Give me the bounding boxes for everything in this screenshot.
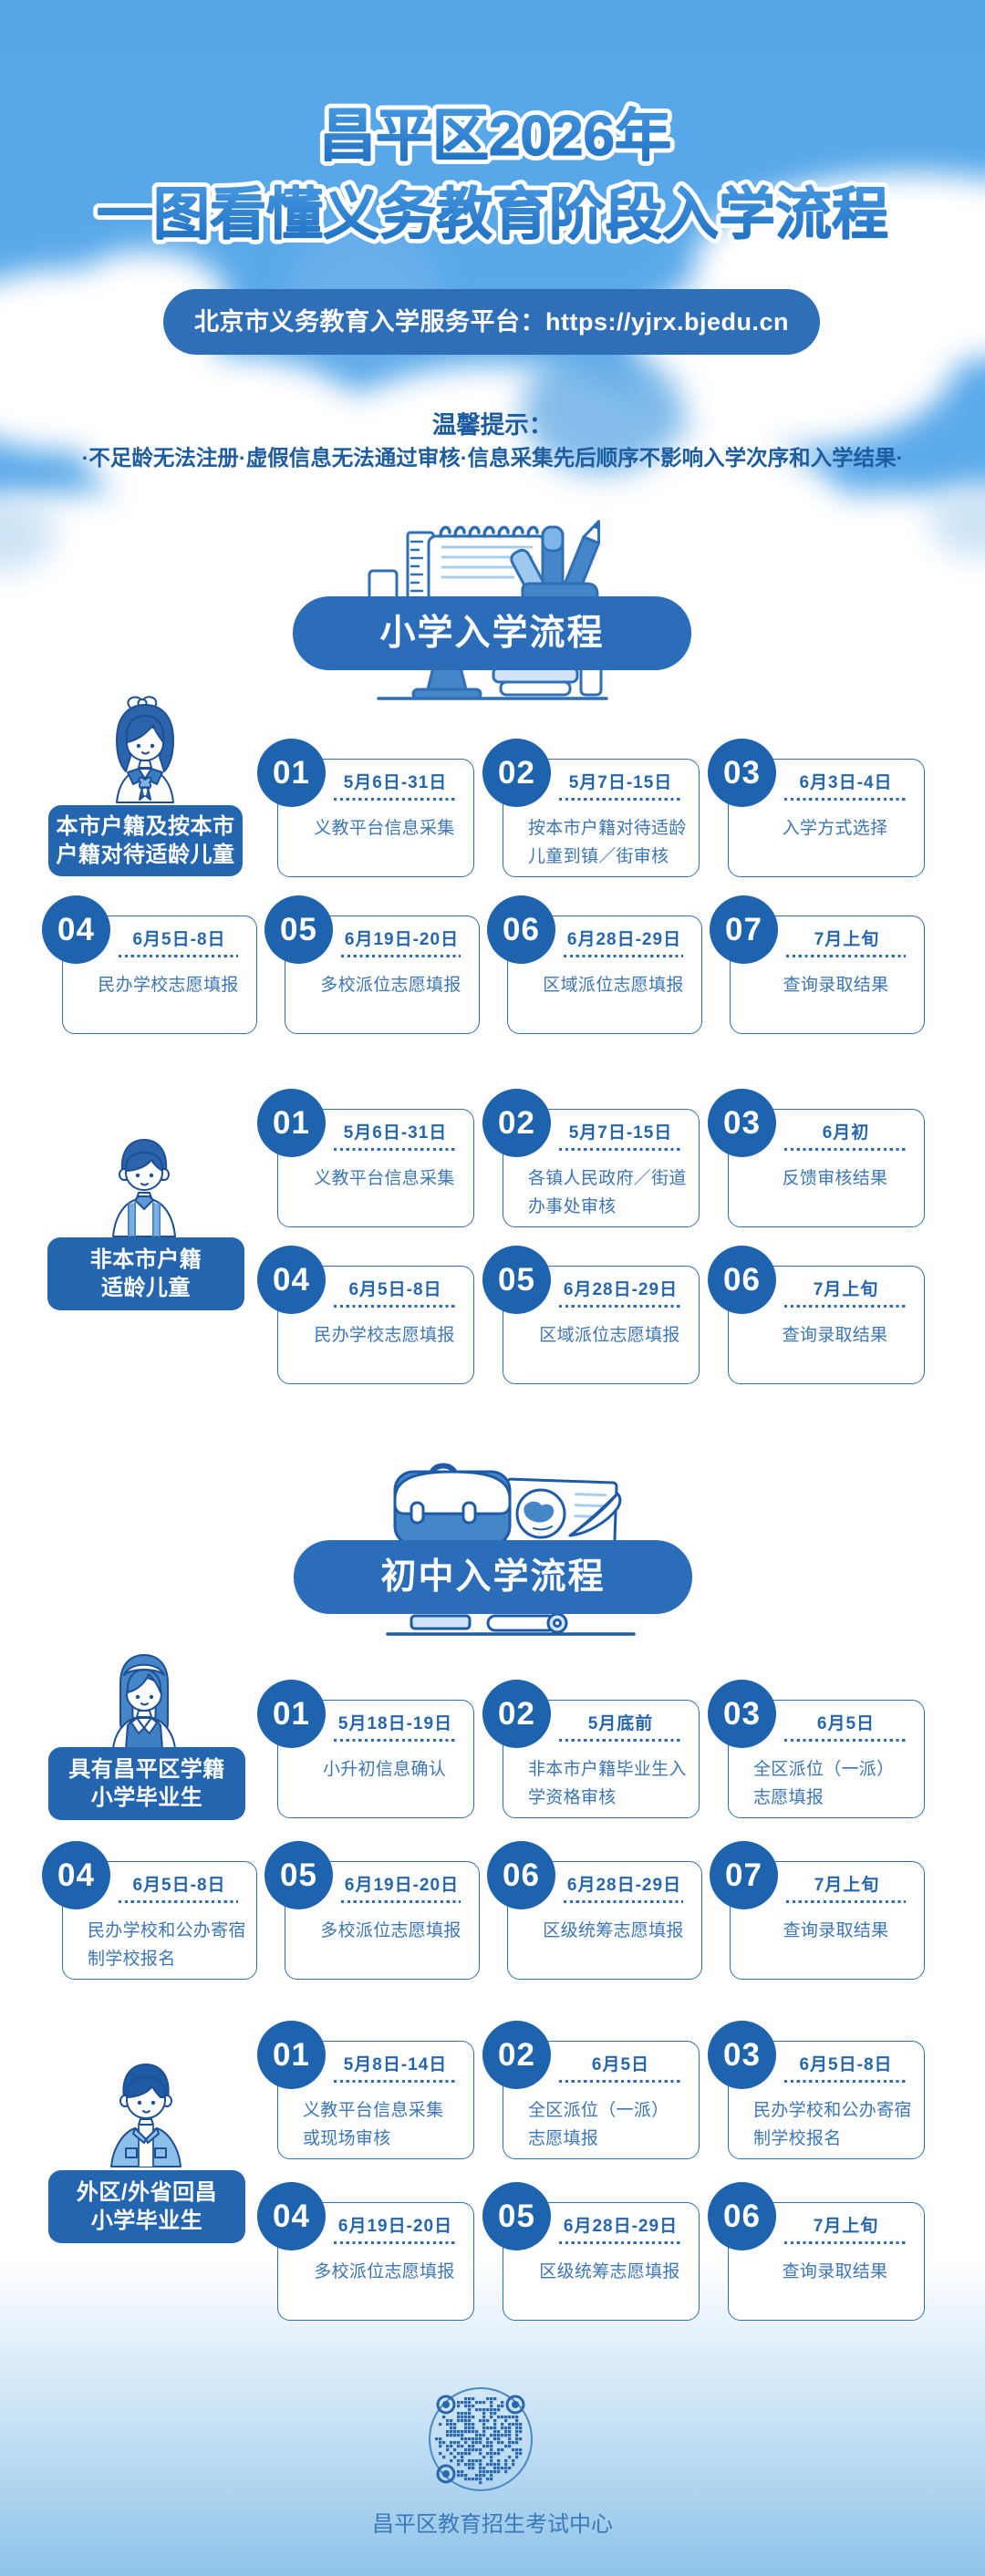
svg-text:昌平区2026年: 昌平区2026年 xyxy=(319,105,671,168)
svg-text:一图看懂义务教育阶段入学流程: 一图看懂义务教育阶段入学流程 xyxy=(97,183,888,246)
svg-text:一图看懂义务教育阶段入学流程: 一图看懂义务教育阶段入学流程 xyxy=(97,183,888,246)
svg-text:昌平区2026年: 昌平区2026年 xyxy=(319,105,671,168)
